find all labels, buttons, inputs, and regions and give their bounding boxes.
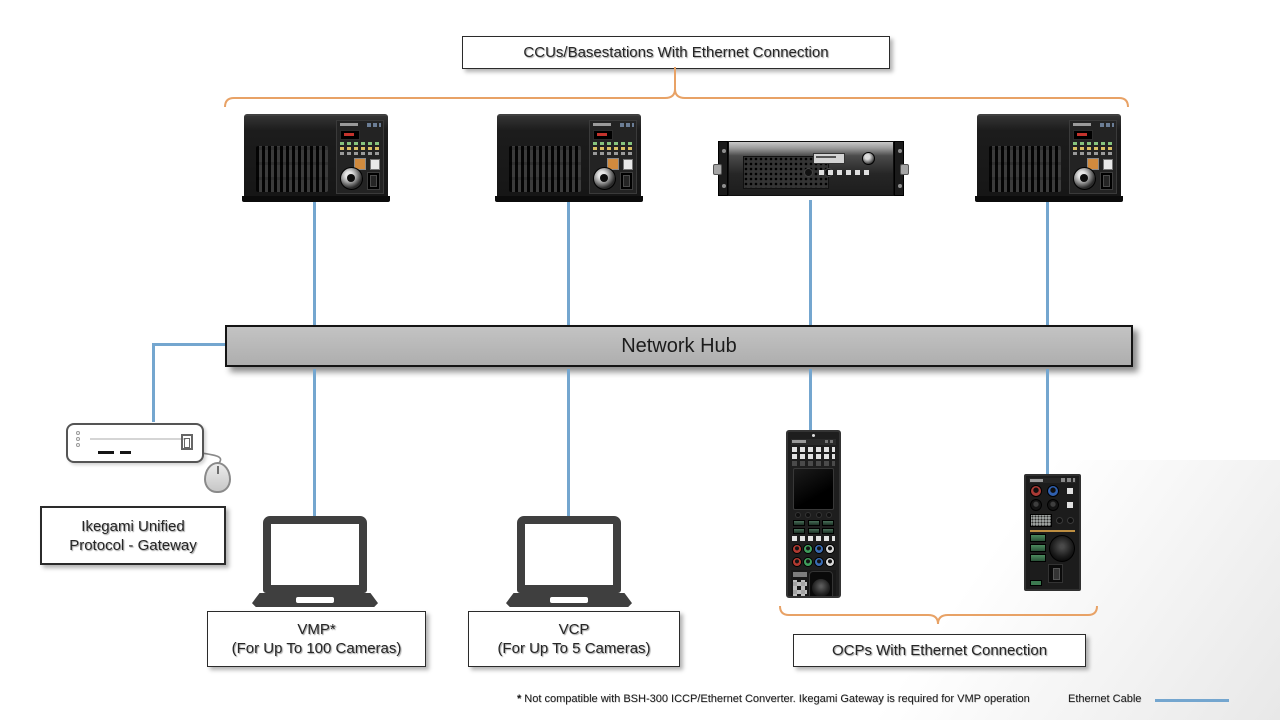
rack-body: [728, 141, 894, 196]
ccu-power-switch: [1100, 172, 1113, 190]
ocp-joystick: [1049, 535, 1075, 562]
gateway-pc-icon: [66, 423, 204, 463]
rack-converter-icon: [713, 141, 909, 196]
legend-line-sample: [1155, 699, 1229, 702]
ethernet-line-ccu2: [567, 202, 570, 325]
footnote: *Not compatible with BSH-300 ICCP/Ethern…: [517, 693, 1030, 705]
ccu-control-panel: [336, 120, 384, 194]
ocp-joystick: [809, 571, 833, 596]
mouse-icon: [204, 462, 231, 493]
ethernet-line-vcp: [567, 369, 570, 516]
network-hub-label: Network Hub: [621, 334, 737, 357]
ccu-connector: [340, 167, 363, 190]
network-hub: Network Hub: [225, 325, 1133, 367]
ethernet-line-ocp2: [1046, 369, 1049, 474]
laptop-icon-vmp: [252, 516, 378, 607]
ocp-fader: [1048, 564, 1063, 583]
ocp-panel-small-icon: [1024, 474, 1081, 591]
ccu-group-label-text: CCUs/Basestations With Ethernet Connecti…: [523, 44, 829, 61]
laptop-icon-vcp: [506, 516, 632, 607]
ccu-body: [244, 114, 388, 197]
rack-connector: [862, 152, 875, 165]
ocp-dot-display: [1030, 514, 1052, 527]
ccu-control-panel: [1069, 120, 1117, 194]
laptop-screen: [263, 516, 367, 593]
ethernet-line-ccu3: [1046, 202, 1049, 325]
ccu-body: [497, 114, 641, 197]
ethernet-line-gateway-v: [152, 343, 155, 422]
vmp-label: VMP* (For Up To 100 Cameras): [207, 611, 426, 667]
ccu-power-switch: [620, 172, 633, 190]
legend-ethernet-cable: Ethernet Cable: [1068, 693, 1142, 705]
footnote-text: Not compatible with BSH-300 ICCP/Etherne…: [524, 693, 1030, 705]
ccu-connector: [593, 167, 616, 190]
ccu-vents: [256, 146, 328, 192]
ethernet-line-gateway-h: [152, 343, 225, 346]
ethernet-line-converter: [809, 200, 812, 325]
vcp-label: VCP (For Up To 5 Cameras): [468, 611, 680, 667]
ccu-group-bracket: [224, 88, 1129, 108]
ccu-body: [977, 114, 1121, 197]
laptop-screen: [517, 516, 621, 593]
ethernet-line-ocp1: [809, 369, 812, 430]
ocp-panel-large-icon: [786, 430, 841, 598]
ccu-basestation-icon-3: [975, 114, 1123, 202]
footnote-marker: *: [517, 693, 522, 705]
ccu-group-label: CCUs/Basestations With Ethernet Connecti…: [462, 36, 890, 69]
ethernet-line-ccu1: [313, 202, 316, 325]
ccu-control-panel: [589, 120, 637, 194]
ocp-group-label: OCPs With Ethernet Connection: [793, 634, 1086, 667]
ccu-connector: [1073, 167, 1096, 190]
ccu-power-switch: [367, 172, 380, 190]
ccu-vents: [509, 146, 581, 192]
gateway-power-button: [181, 434, 193, 450]
ccu-vents: [989, 146, 1061, 192]
rack-display: [813, 153, 845, 164]
ccu-basestation-icon-2: [495, 114, 643, 202]
ethernet-line-vmp: [313, 369, 316, 516]
ocp-screen: [793, 468, 834, 510]
ccu-basestation-icon-1: [242, 114, 390, 202]
gateway-label: Ikegami Unified Protocol - Gateway: [40, 506, 226, 565]
